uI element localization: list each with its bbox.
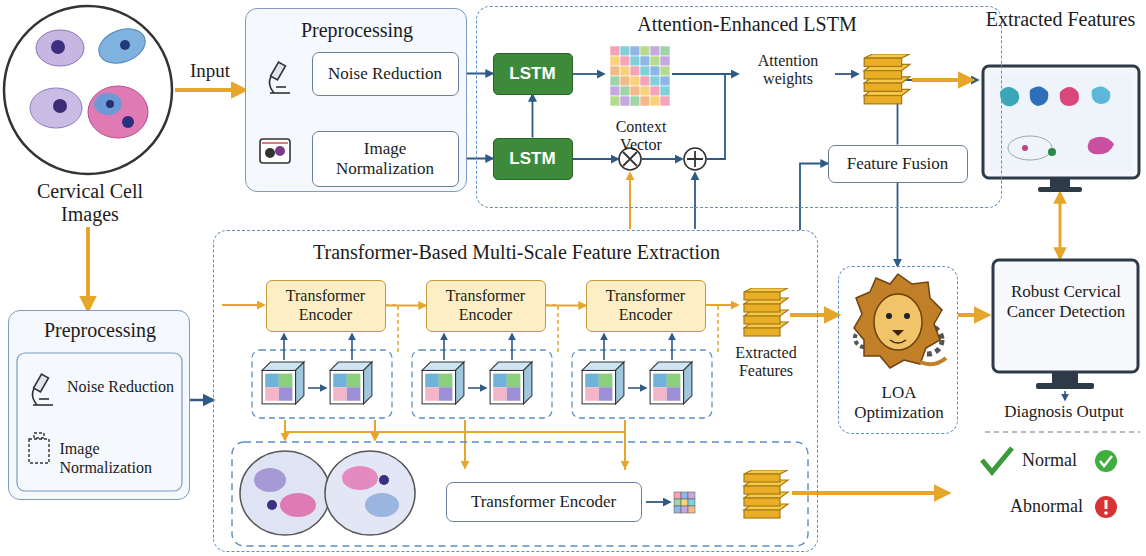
process-box: Image Normalization [312, 131, 459, 187]
box-label: Transformer Encoder [429, 287, 543, 324]
process-box: Noise Reduction [312, 52, 459, 96]
box-label: LSTM [509, 64, 555, 84]
fusion-box: Feature Fusion [828, 145, 968, 183]
preprocessing-panel: PreprocessingNoise ReductionImage Normal… [245, 8, 467, 192]
heading: Extracted Features [978, 8, 1143, 31]
label: Diagnosis Output [982, 402, 1146, 422]
features-monitor: Extracted Features [978, 8, 1143, 193]
lstm-box: LSTM [493, 138, 573, 180]
heading: Transformer-Based Multi-Scale Feature Ex… [234, 241, 799, 264]
connector [86, 227, 90, 310]
image-input: Cervical Cell Images [5, 2, 175, 227]
box-label: Transformer Encoder [471, 492, 616, 512]
transformer-panel: Transformer-Based Multi-Scale Feature Ex… [213, 230, 818, 552]
heading: Preprocessing [246, 19, 468, 42]
connector [175, 88, 245, 92]
encoder-box: Transformer Encoder [426, 280, 546, 332]
heading: Preprocessing [9, 319, 191, 342]
edge-label: Input [188, 60, 232, 82]
connector [190, 399, 213, 402]
heading: Attention-Enhanced LSTM [607, 13, 887, 36]
connector [532, 95, 534, 138]
text-label: Attention weights [742, 52, 834, 89]
connector [386, 305, 426, 307]
connector [958, 313, 988, 317]
box-label: Noise Reduction [67, 378, 174, 396]
encoder-box: Transformer Encoder [266, 280, 386, 332]
heading: Cervical Cell Images [33, 180, 147, 226]
encoder-box: Transformer Encoder [446, 482, 642, 522]
encoder-box: Transformer Encoder [586, 280, 706, 332]
text-label: Normal [1022, 450, 1092, 471]
box-label: Noise Reduction [328, 64, 442, 84]
optimization-box: LOA Optimization [838, 266, 958, 434]
text-label: Extracted Features [724, 344, 808, 381]
box-label: Transformer Encoder [589, 287, 703, 324]
label: Robust Cervical Cancer Detection [1002, 282, 1130, 321]
box-label: Image Normalization [60, 440, 196, 477]
process-label: Image Normalization [60, 428, 196, 490]
connector [1059, 193, 1062, 258]
detection-monitor: Robust Cervical Cancer DetectionDiagnosi… [988, 258, 1143, 428]
process-label: Noise Reduction [60, 366, 182, 410]
text-label: Abnormal [1010, 496, 1094, 517]
lstm-panel: Attention-Enhanced LSTM LSTM LSTM Feature F… [476, 6, 1002, 208]
box-label: Transformer Encoder [269, 287, 383, 324]
box-label: LSTM [509, 149, 555, 169]
label: LOA Optimization [839, 383, 959, 422]
connector [818, 313, 838, 317]
box-label: Feature Fusion [847, 154, 949, 174]
box-label: Image Normalization [319, 139, 452, 178]
lstm-box: LSTM [493, 53, 573, 95]
preprocessing-panel: PreprocessingNoise ReductionImage Normal… [8, 310, 190, 500]
connector [800, 164, 828, 231]
connector [897, 183, 899, 267]
text-label: Context Vector [596, 118, 686, 155]
connector [546, 305, 586, 307]
